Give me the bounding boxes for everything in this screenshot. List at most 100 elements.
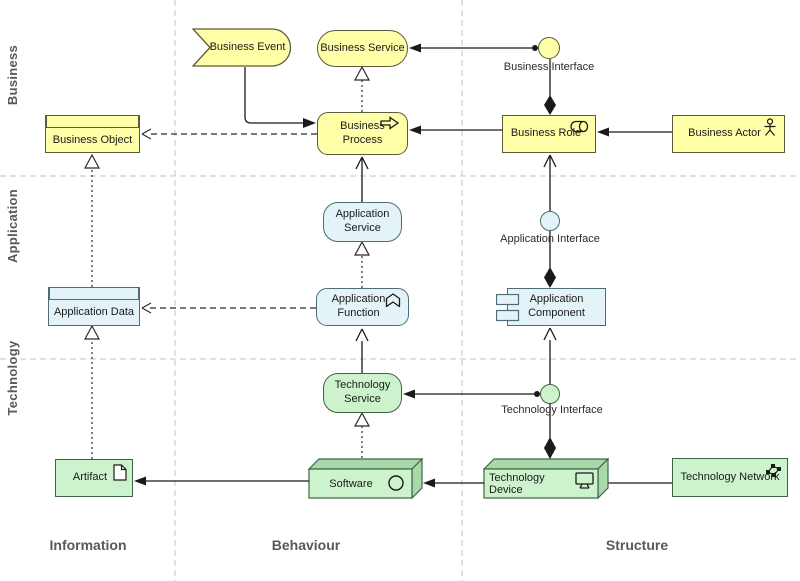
element-technology-interface[interactable] — [540, 384, 560, 404]
composition-techinterface-device[interactable] — [544, 404, 556, 459]
open-arrowhead — [355, 156, 369, 170]
element-label: Business Process — [340, 119, 385, 146]
function-chevron-icon — [385, 293, 401, 308]
object-title-bar — [46, 116, 139, 128]
open-arrowhead — [141, 302, 152, 314]
serving-techinterface-to-component[interactable] — [543, 327, 557, 384]
serving-appinterface-to-role[interactable] — [543, 154, 557, 211]
node-box-shape — [483, 458, 609, 499]
open-arrowhead — [543, 154, 557, 168]
realization-process-to-service[interactable] — [353, 65, 371, 112]
element-label: Application Component — [528, 293, 585, 319]
realization-data-to-object[interactable] — [83, 153, 101, 287]
hollow-triangle-arrowhead — [83, 324, 101, 340]
access-process-to-object[interactable] — [141, 128, 317, 140]
layer-label-business: Business — [5, 44, 20, 106]
application-interface-label: Application Interface — [500, 233, 600, 245]
network-nodes-icon — [766, 464, 781, 477]
element-label: Business Object — [52, 133, 133, 146]
node-box-shape — [308, 458, 423, 499]
composition-businessinterface-role[interactable] — [544, 59, 556, 115]
element-application-component[interactable]: Application Component — [496, 288, 606, 326]
assignment-device-to-software[interactable] — [423, 478, 489, 488]
element-technology-network[interactable]: Technology Network — [672, 458, 788, 497]
assignment-software-to-artifact[interactable] — [134, 476, 314, 486]
element-label: Application Service — [335, 208, 390, 234]
technology-interface-label: Technology Interface — [501, 404, 603, 416]
object-title-bar — [49, 288, 139, 300]
element-business-actor[interactable]: Business Actor — [672, 115, 785, 153]
monitor-icon — [575, 472, 594, 489]
filled-arrowhead — [409, 125, 421, 135]
element-software[interactable]: Software — [308, 458, 423, 499]
element-application-interface[interactable] — [540, 211, 560, 231]
ball-end — [534, 391, 540, 397]
hollow-triangle-arrowhead — [83, 153, 101, 169]
element-application-data[interactable]: Application Data — [48, 287, 140, 326]
element-technology-device[interactable]: Technology Device — [483, 458, 609, 499]
hollow-triangle-arrowhead — [353, 65, 371, 81]
hollow-triangle-arrowhead — [353, 240, 371, 256]
element-application-function[interactable]: Application Function — [316, 288, 409, 326]
element-technology-service[interactable]: Technology Service — [323, 373, 402, 413]
composition-appinterface-component[interactable] — [544, 231, 556, 288]
open-arrowhead — [355, 328, 369, 342]
system-software-circle-icon — [388, 475, 404, 491]
filled-arrowhead — [423, 478, 435, 488]
element-business-role[interactable]: Business Role — [502, 115, 596, 153]
serving-techservice-to-function[interactable] — [355, 328, 369, 373]
element-label: Technology Network — [680, 470, 780, 483]
filled-arrowhead — [597, 127, 609, 137]
document-icon — [113, 464, 127, 481]
hollow-triangle-arrowhead — [353, 411, 371, 427]
filled-arrowhead — [409, 43, 421, 53]
element-label: Business Service — [320, 41, 405, 54]
assignment-techinterface-to-techservice[interactable] — [403, 389, 540, 399]
element-label: Technology Service — [334, 379, 391, 405]
element-business-event[interactable]: Business Event — [192, 28, 293, 67]
event-flag-shape — [192, 28, 292, 67]
open-arrowhead — [543, 327, 557, 341]
element-label: Software — [329, 477, 373, 490]
process-arrow-icon — [380, 116, 400, 130]
component-tabs-icon — [496, 294, 520, 322]
layer-label-application: Application — [5, 188, 20, 264]
element-label: Technology Device — [489, 471, 545, 496]
ball-end — [532, 45, 538, 51]
assignment-businessinterface-to-service[interactable] — [409, 43, 538, 53]
element-business-service[interactable]: Business Service — [317, 30, 408, 67]
access-function-to-data[interactable] — [141, 302, 316, 314]
realization-software-to-techservice[interactable] — [353, 411, 371, 458]
element-label: Application Function — [331, 293, 386, 319]
element-label: Artifact — [72, 471, 108, 484]
serving-appservice-to-process[interactable] — [355, 156, 369, 202]
element-application-service[interactable]: Application Service — [323, 202, 402, 242]
filled-arrowhead — [303, 118, 316, 128]
filled-arrowhead — [134, 476, 146, 486]
filled-diamond — [544, 95, 556, 115]
column-label-information: Information — [49, 537, 127, 553]
element-business-object[interactable]: Business Object — [45, 115, 140, 153]
element-artifact[interactable]: Artifact — [55, 459, 133, 497]
realization-artifact-to-data[interactable] — [83, 324, 101, 459]
assignment-actor-to-role[interactable] — [597, 127, 678, 137]
actor-stickfigure-icon — [764, 118, 776, 136]
element-label: Business Role — [510, 127, 582, 140]
assignment-role-to-process[interactable] — [409, 125, 508, 135]
element-label: Application Data — [53, 306, 135, 319]
realization-function-to-appservice[interactable] — [353, 240, 371, 288]
column-label-structure: Structure — [605, 537, 669, 553]
trigger-event-to-process[interactable] — [244, 67, 316, 128]
element-business-interface[interactable] — [538, 37, 560, 59]
filled-diamond — [544, 267, 556, 288]
filled-arrowhead — [403, 389, 415, 399]
role-cylinder-icon — [570, 120, 589, 133]
business-interface-label: Business Interface — [503, 61, 595, 73]
element-label: Business Event — [209, 40, 286, 53]
element-business-process[interactable]: Business Process — [317, 112, 408, 155]
layer-label-technology: Technology — [5, 340, 20, 416]
filled-diamond — [544, 437, 556, 459]
